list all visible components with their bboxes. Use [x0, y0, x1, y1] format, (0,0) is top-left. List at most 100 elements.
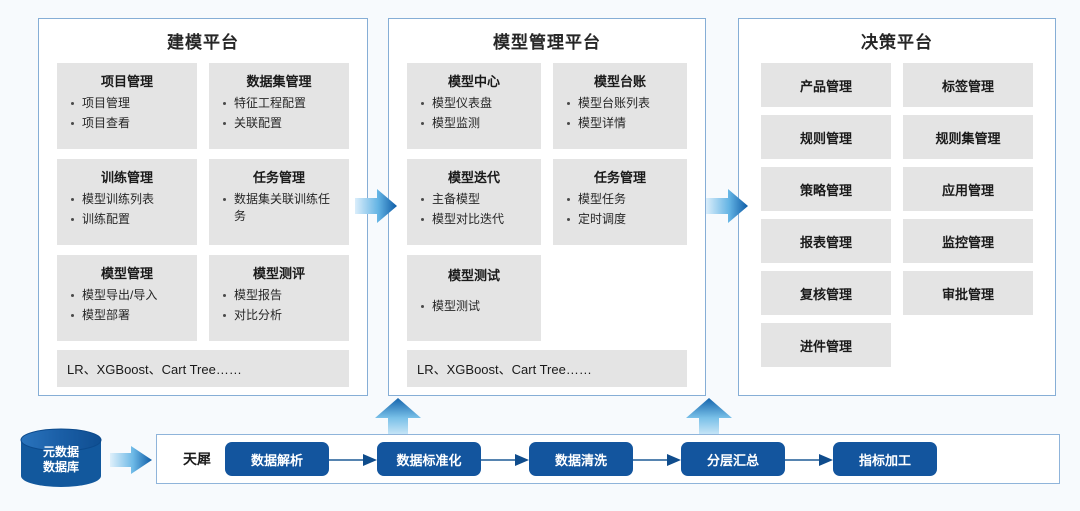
pipeline-step-data-cleaning[interactable]: 数据清洗 — [529, 442, 633, 476]
panel-title-model-management: 模型管理平台 — [493, 33, 601, 52]
tile-report-management[interactable]: 报表管理 — [761, 219, 891, 263]
card-model-center[interactable]: 模型中心 模型仪表盘 模型监测 — [407, 63, 541, 149]
metadata-database[interactable]: 元数据 数据库 — [18, 427, 104, 489]
arrow-pipeline-to-model-management — [375, 398, 421, 442]
pipeline-platform-label: 天犀 — [183, 451, 211, 467]
arrow-pipeline-to-decision — [686, 398, 732, 442]
list-item[interactable]: 模型部署 — [71, 307, 189, 324]
card-item-list: 模型仪表盘 模型监测 — [413, 95, 535, 132]
card-title: 模型迭代 — [447, 170, 500, 185]
list-item[interactable]: 关联配置 — [223, 115, 341, 132]
connector-arrow-icon — [785, 454, 833, 466]
list-item[interactable]: 数据集关联训练任务 — [223, 191, 341, 225]
list-item[interactable]: 项目管理 — [71, 95, 189, 112]
card-title: 模型中心 — [447, 74, 500, 89]
card-item-list: 模型导出/导入 模型部署 — [63, 287, 191, 324]
panel-title-decision: 决策平台 — [861, 33, 933, 52]
pipeline-step-layered-aggregation[interactable]: 分层汇总 — [681, 442, 785, 476]
card-model-test[interactable]: 模型测试 模型测试 — [407, 255, 541, 341]
algorithms-footer-model-management: LR、XGBoost、Cart Tree…… — [407, 350, 687, 387]
card-task-management-model[interactable]: 任务管理 模型任务 定时调度 — [553, 159, 687, 245]
arrow-right-icon — [355, 189, 397, 223]
tile-application-management[interactable]: 应用管理 — [903, 167, 1033, 211]
list-item[interactable]: 模型仪表盘 — [421, 95, 533, 112]
arrow-up-icon — [375, 398, 421, 442]
tile-approval-management[interactable]: 审批管理 — [903, 271, 1033, 315]
connector-arrow-icon — [481, 454, 529, 466]
list-item[interactable]: 模型对比迭代 — [421, 211, 533, 228]
card-title: 训练管理 — [100, 170, 153, 185]
panel-model-management-platform: 模型管理平台 模型中心 模型仪表盘 模型监测 模型台账 模型台账列表 模型详情 … — [388, 18, 706, 396]
pipeline-step-metric-processing[interactable]: 指标加工 — [833, 442, 937, 476]
tile-grid-spacer — [903, 323, 1033, 367]
card-training-management[interactable]: 训练管理 模型训练列表 训练配置 — [57, 159, 197, 245]
card-item-list: 数据集关联训练任务 — [215, 191, 343, 225]
pipeline-step-data-standardization[interactable]: 数据标准化 — [377, 442, 481, 476]
card-dataset-management[interactable]: 数据集管理 特征工程配置 关联配置 — [209, 63, 349, 149]
card-item-list: 主备模型 模型对比迭代 — [413, 191, 535, 228]
card-title: 项目管理 — [100, 74, 153, 89]
panel-decision-platform: 决策平台 产品管理 标签管理 规则管理 规则集管理 策略管理 应用管理 报表管理… — [738, 18, 1056, 396]
list-item[interactable]: 模型台账列表 — [567, 95, 679, 112]
card-item-list: 模型报告 对比分析 — [215, 287, 343, 324]
card-task-management[interactable]: 任务管理 数据集关联训练任务 — [209, 159, 349, 245]
card-title: 模型测评 — [252, 266, 305, 281]
list-item[interactable]: 定时调度 — [567, 211, 679, 228]
list-item[interactable]: 特征工程配置 — [223, 95, 341, 112]
card-item-list: 项目管理 项目查看 — [63, 95, 191, 132]
card-project-management[interactable]: 项目管理 项目管理 项目查看 — [57, 63, 197, 149]
list-item[interactable]: 模型训练列表 — [71, 191, 189, 208]
arrow-database-to-pipeline — [110, 444, 152, 476]
pipeline-step-data-parsing[interactable]: 数据解析 — [225, 442, 329, 476]
pipeline-connector — [785, 453, 833, 466]
card-item-list: 模型训练列表 训练配置 — [63, 191, 191, 228]
list-item[interactable]: 对比分析 — [223, 307, 341, 324]
panel-modeling-platform: 建模平台 项目管理 项目管理 项目查看 数据集管理 特征工程配置 关联配置 训练… — [38, 18, 368, 396]
database-cylinder-icon — [20, 428, 102, 487]
data-pipeline-bar: 天犀 数据解析 数据标准化 数据清洗 分层汇总 — [156, 434, 1060, 484]
tile-grid-decision: 产品管理 标签管理 规则管理 规则集管理 策略管理 应用管理 报表管理 监控管理… — [739, 63, 1055, 367]
card-item-list: 模型测试 — [413, 298, 535, 315]
pipeline-connector — [329, 453, 377, 466]
tile-tag-management[interactable]: 标签管理 — [903, 63, 1033, 107]
tile-review-management[interactable]: 复核管理 — [761, 271, 891, 315]
arrow-modeling-to-model-management — [355, 186, 397, 226]
card-grid-spacer — [553, 255, 687, 341]
card-grid-model-management: 模型中心 模型仪表盘 模型监测 模型台账 模型台账列表 模型详情 模型迭代 主备… — [389, 63, 705, 341]
card-title: 数据集管理 — [246, 74, 312, 89]
card-title: 模型管理 — [100, 266, 153, 281]
card-item-list: 模型任务 定时调度 — [559, 191, 681, 228]
card-item-list: 特征工程配置 关联配置 — [215, 95, 343, 132]
pipeline-connector — [633, 453, 681, 466]
card-title: 模型测试 — [447, 268, 500, 283]
list-item[interactable]: 模型报告 — [223, 287, 341, 304]
tile-intake-management[interactable]: 进件管理 — [761, 323, 891, 367]
list-item[interactable]: 训练配置 — [71, 211, 189, 228]
card-title: 任务管理 — [593, 170, 646, 185]
card-model-iteration[interactable]: 模型迭代 主备模型 模型对比迭代 — [407, 159, 541, 245]
pipeline-connector — [481, 453, 529, 466]
card-model-management[interactable]: 模型管理 模型导出/导入 模型部署 — [57, 255, 197, 341]
card-model-ledger[interactable]: 模型台账 模型台账列表 模型详情 — [553, 63, 687, 149]
list-item[interactable]: 模型详情 — [567, 115, 679, 132]
tile-ruleset-management[interactable]: 规则集管理 — [903, 115, 1033, 159]
card-model-evaluation[interactable]: 模型测评 模型报告 对比分析 — [209, 255, 349, 341]
list-item[interactable]: 项目查看 — [71, 115, 189, 132]
card-grid-modeling: 项目管理 项目管理 项目查看 数据集管理 特征工程配置 关联配置 训练管理 模型… — [39, 63, 367, 341]
card-title: 任务管理 — [252, 170, 305, 185]
card-title: 模型台账 — [593, 74, 646, 89]
tile-monitor-management[interactable]: 监控管理 — [903, 219, 1033, 263]
tile-strategy-management[interactable]: 策略管理 — [761, 167, 891, 211]
list-item[interactable]: 主备模型 — [421, 191, 533, 208]
panel-title-modeling: 建模平台 — [167, 33, 239, 52]
list-item[interactable]: 模型任务 — [567, 191, 679, 208]
list-item[interactable]: 模型导出/导入 — [71, 287, 189, 304]
tile-product-management[interactable]: 产品管理 — [761, 63, 891, 107]
arrow-right-icon — [110, 446, 152, 474]
arrow-model-management-to-decision — [706, 186, 748, 226]
tile-rule-management[interactable]: 规则管理 — [761, 115, 891, 159]
list-item[interactable]: 模型测试 — [421, 298, 533, 315]
arrow-up-icon — [686, 398, 732, 442]
list-item[interactable]: 模型监测 — [421, 115, 533, 132]
